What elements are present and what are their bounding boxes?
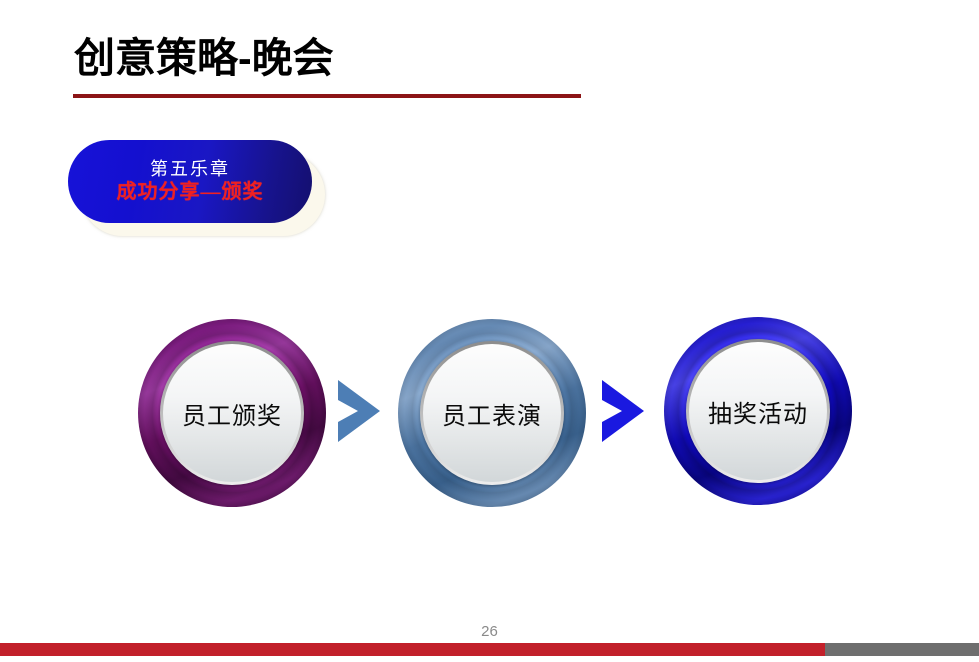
flow-arrow-right-icon-2	[598, 378, 652, 444]
flow-node-inner-face: 员工表演	[423, 344, 561, 482]
flow-node-label: 员工表演	[442, 402, 542, 430]
chapter-badge-chapter-label: 第五乐章	[150, 158, 230, 179]
footer-bar	[0, 643, 979, 656]
flow-node-inner-rim: 员工表演	[420, 341, 564, 485]
flow-node-inner-rim: 抽奖活动	[686, 339, 830, 483]
chapter-badge: 第五乐章 成功分享—颁奖	[68, 140, 326, 236]
footer-bar-red-segment	[0, 643, 825, 656]
footer-bar-gray-segment	[825, 643, 979, 656]
flow-node-inner-face: 抽奖活动	[689, 342, 827, 480]
flow-node-employee-performance[interactable]: 员工表演	[398, 319, 586, 507]
flow-node-employee-award[interactable]: 员工颁奖	[138, 319, 326, 507]
flow-arrow-right-icon-1	[334, 378, 388, 444]
chapter-badge-body: 第五乐章 成功分享—颁奖	[68, 140, 312, 223]
flow-node-label: 抽奖活动	[708, 400, 808, 428]
flow-node-inner-rim: 员工颁奖	[160, 341, 304, 485]
chapter-badge-subtitle: 成功分享—颁奖	[116, 181, 264, 204]
flow-node-inner-face: 员工颁奖	[163, 344, 301, 482]
title-underline-rule	[73, 94, 581, 98]
page-number: 26	[481, 623, 498, 640]
page-title: 创意策略-晚会	[74, 35, 334, 81]
flow-node-label: 员工颁奖	[182, 402, 282, 430]
flow-node-lottery-activity[interactable]: 抽奖活动	[664, 317, 852, 505]
